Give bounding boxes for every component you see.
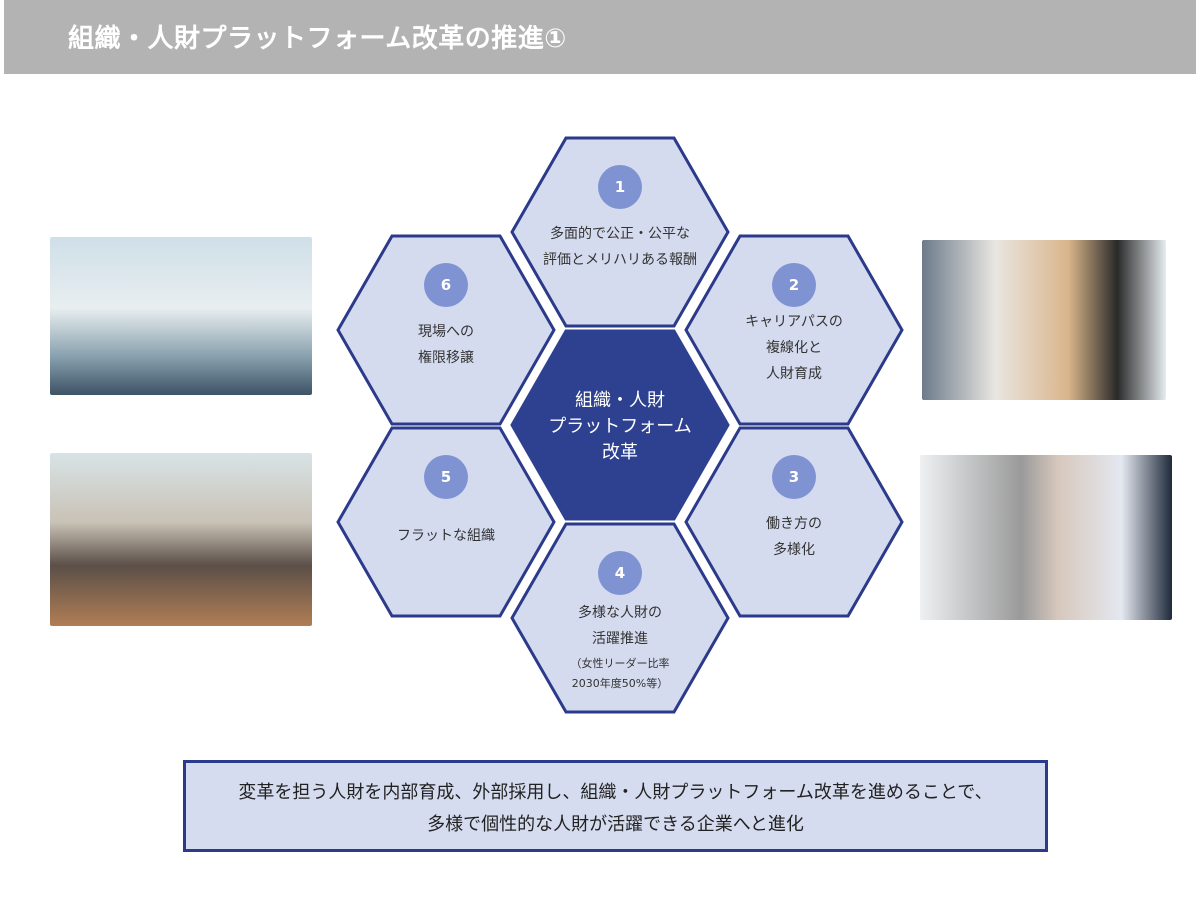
number-badge-label: 6	[441, 276, 451, 294]
photo-staff-meeting	[920, 455, 1172, 620]
hexagon-shape	[510, 522, 730, 714]
number-badge	[424, 455, 468, 499]
photo-staff-livestream-clothing	[922, 240, 1166, 400]
summary-box: 変革を担う人財を内部育成、外部採用し、組織・人財プラットフォーム改革を進めること…	[183, 760, 1048, 852]
number-badge	[772, 263, 816, 307]
hexagon-label: 評価とメリハリある報酬	[543, 252, 697, 268]
hexagon-label: 働き方の	[766, 516, 822, 532]
hexagon-label: 現場への	[418, 324, 474, 340]
number-badge-label: 1	[615, 178, 625, 196]
number-badge	[598, 551, 642, 595]
number-badge-label: 2	[789, 276, 799, 294]
hexagon-shape	[510, 136, 730, 328]
header-bar: 組織・人財プラットフォーム改革の推進①	[4, 0, 1196, 74]
hexagon-label: 多様化	[773, 541, 815, 558]
hexagon-label: フラットな組織	[397, 528, 495, 544]
center-label: 改革	[602, 442, 638, 463]
hexagon-label: 複線化と	[766, 339, 822, 356]
number-badge	[598, 165, 642, 209]
number-badge	[424, 263, 468, 307]
hexagon-label: 人財育成	[766, 366, 822, 382]
hexagon-note: （女性リーダー比率	[571, 656, 670, 670]
center-hexagon-shape	[510, 329, 730, 521]
number-badge-label: 3	[789, 468, 799, 486]
hexagon-note: 2030年度50%等）	[572, 676, 668, 690]
hexagon-label: 活躍推進	[592, 631, 648, 647]
hexagon-5: 5 フラットな組織	[336, 426, 556, 618]
hexagon-shape	[336, 426, 556, 618]
center-label: 組織・人財	[575, 390, 665, 411]
hexagon-label: 権限移譲	[418, 349, 474, 366]
hexagon-label: キャリアパスの	[745, 314, 843, 330]
number-badge-label: 5	[441, 468, 451, 486]
center-hexagon: 組織・人財プラットフォーム改革	[510, 329, 730, 521]
hexagon-shape	[684, 426, 904, 618]
hexagon-shape	[336, 234, 556, 426]
page-title: 組織・人財プラットフォーム改革の推進①	[68, 24, 567, 54]
number-badge-label: 4	[615, 564, 625, 582]
photo-staff-working-with-mannequins	[50, 237, 312, 395]
hexagon-label: 多面的で公正・公平な	[550, 225, 690, 242]
summary-line-2: 多様で個性的な人財が活躍できる企業へと進化	[427, 814, 804, 835]
photo-group-seated	[50, 453, 312, 626]
number-badge	[772, 455, 816, 499]
hexagon-label: 多様な人財の	[578, 604, 662, 621]
summary-line-1: 変革を担う人財を内部育成、外部採用し、組織・人財プラットフォーム改革を進めること…	[238, 782, 993, 803]
center-label: プラットフォーム	[548, 416, 691, 437]
hexagon-shape	[684, 234, 904, 426]
